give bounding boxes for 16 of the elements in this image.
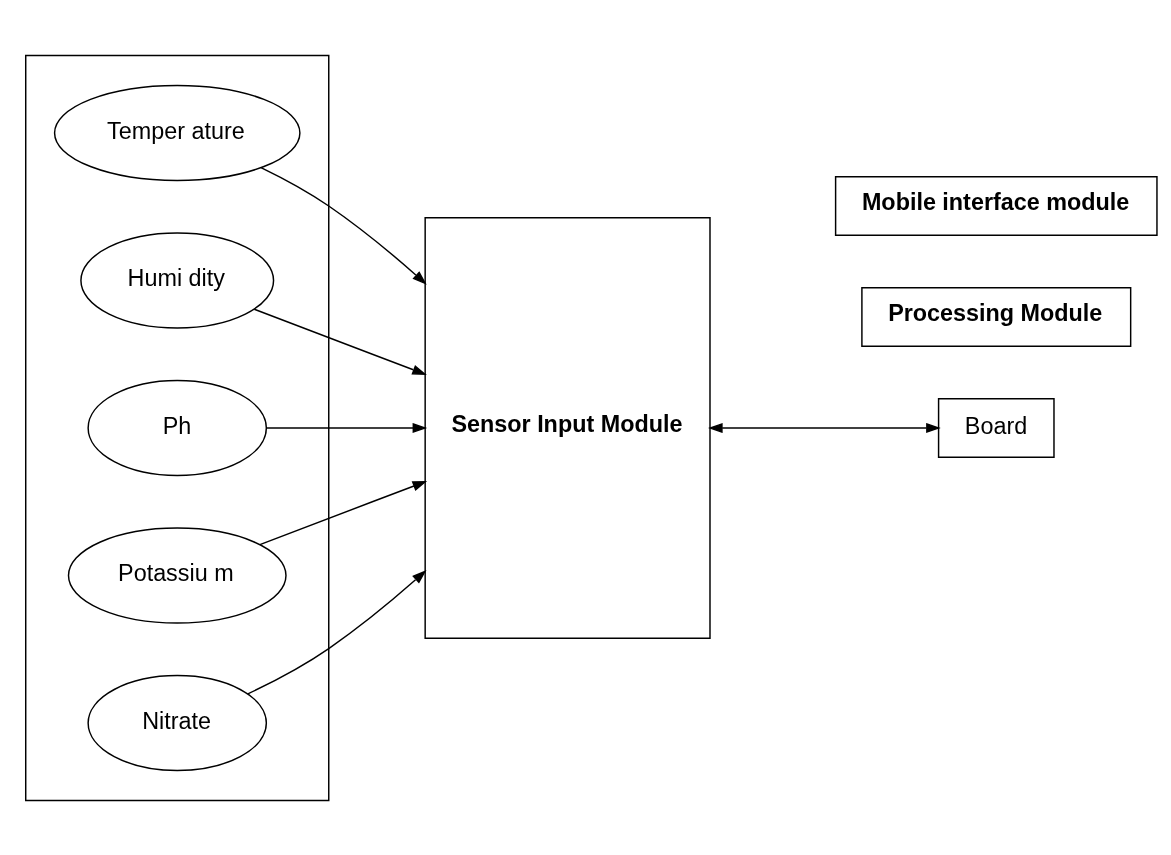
node-ellipse: Ph [87, 379, 268, 476]
node-ellipse: Temper ature [53, 84, 301, 181]
node-ellipse: Humi dity [80, 231, 275, 329]
node-box: Processing Module [861, 286, 1132, 347]
node-ellipse: Potassiu m [67, 526, 287, 624]
arrow [265, 422, 428, 433]
node-ellipse: Nitrate [87, 674, 268, 771]
node-box: Mobile interface module [834, 175, 1158, 236]
node-box: Board [937, 397, 1055, 458]
arrow [247, 569, 427, 695]
arrow [253, 308, 427, 375]
node-box: Sensor Input Module [424, 216, 711, 639]
arrow [708, 422, 941, 433]
arrow [260, 166, 427, 285]
arrow [259, 480, 428, 545]
cluster [25, 54, 330, 801]
